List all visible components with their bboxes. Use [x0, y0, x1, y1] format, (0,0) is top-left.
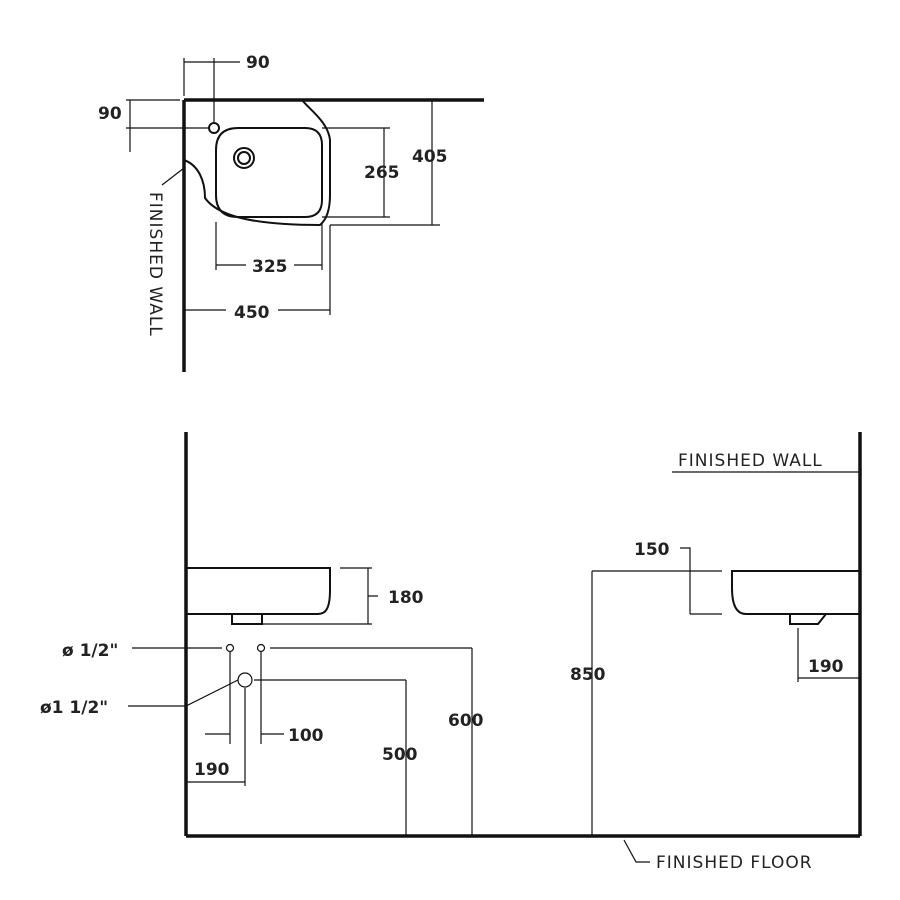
dim-line-90-v	[126, 99, 208, 152]
dim-text-90-v: 90	[98, 104, 122, 124]
front-elevation: 180 ø 1/2" ø1 1/2" 100 190 500 600	[40, 432, 860, 838]
label-pipe-small: ø 1/2"	[62, 641, 118, 661]
plan-wall-label: FINISHED WALL	[145, 192, 165, 337]
elev-basin	[186, 567, 331, 615]
dim-line-100	[205, 652, 284, 744]
elev-basin-drain	[231, 614, 263, 625]
plan-wall-outline	[182, 98, 484, 372]
dim-line-325	[215, 222, 323, 270]
plan-view: 90 90 405 265 325 450 FINISHED WALL	[98, 53, 484, 372]
side-wall-label: FINISHED WALL	[678, 451, 823, 471]
dim-text-850: 850	[570, 665, 606, 685]
dim-text-500: 500	[382, 745, 418, 765]
dim-line-180	[262, 567, 378, 625]
supply-pipe-right	[256, 643, 266, 653]
dim-line-150	[680, 547, 722, 615]
dim-line-850	[591, 570, 722, 836]
dim-text-190-right: 190	[808, 657, 844, 677]
dim-text-180: 180	[388, 588, 424, 608]
dim-line-450	[184, 225, 331, 315]
dim-text-90-h: 90	[246, 53, 270, 73]
plan-bowl-outline	[215, 127, 323, 218]
waste-pipe	[237, 672, 253, 688]
plan-wall-leader	[161, 167, 185, 186]
label-pipe-large: ø1 1/2"	[40, 698, 108, 718]
dim-text-190-left: 190	[194, 760, 230, 780]
dim-text-450: 450	[234, 303, 270, 323]
dim-text-325: 325	[252, 257, 288, 277]
dim-line-190-right	[797, 628, 860, 682]
floor-label: FINISHED FLOOR	[656, 853, 813, 873]
plan-drain-outer	[233, 147, 255, 169]
plan-tap-hole	[208, 122, 220, 134]
side-elevation: FINISHED WALL 850 150 190 FINISHED FLOOR	[570, 432, 862, 873]
dim-line-265	[322, 127, 390, 218]
plan-drain-inner	[237, 151, 251, 165]
side-basin-drain	[789, 613, 827, 625]
supply-pipe-left	[225, 643, 235, 653]
dim-text-150: 150	[634, 540, 670, 560]
leader-pipe-large	[128, 679, 406, 707]
dim-text-100: 100	[288, 726, 324, 746]
dim-line-405	[330, 100, 440, 226]
dim-text-600: 600	[448, 711, 484, 731]
side-basin	[731, 570, 860, 615]
dim-line-90-h	[183, 58, 240, 122]
floor-leader	[623, 839, 650, 863]
plan-basin-outline	[183, 99, 331, 227]
dim-text-265: 265	[364, 163, 400, 183]
dim-text-405: 405	[412, 147, 448, 167]
dim-line-190-left	[186, 688, 246, 786]
